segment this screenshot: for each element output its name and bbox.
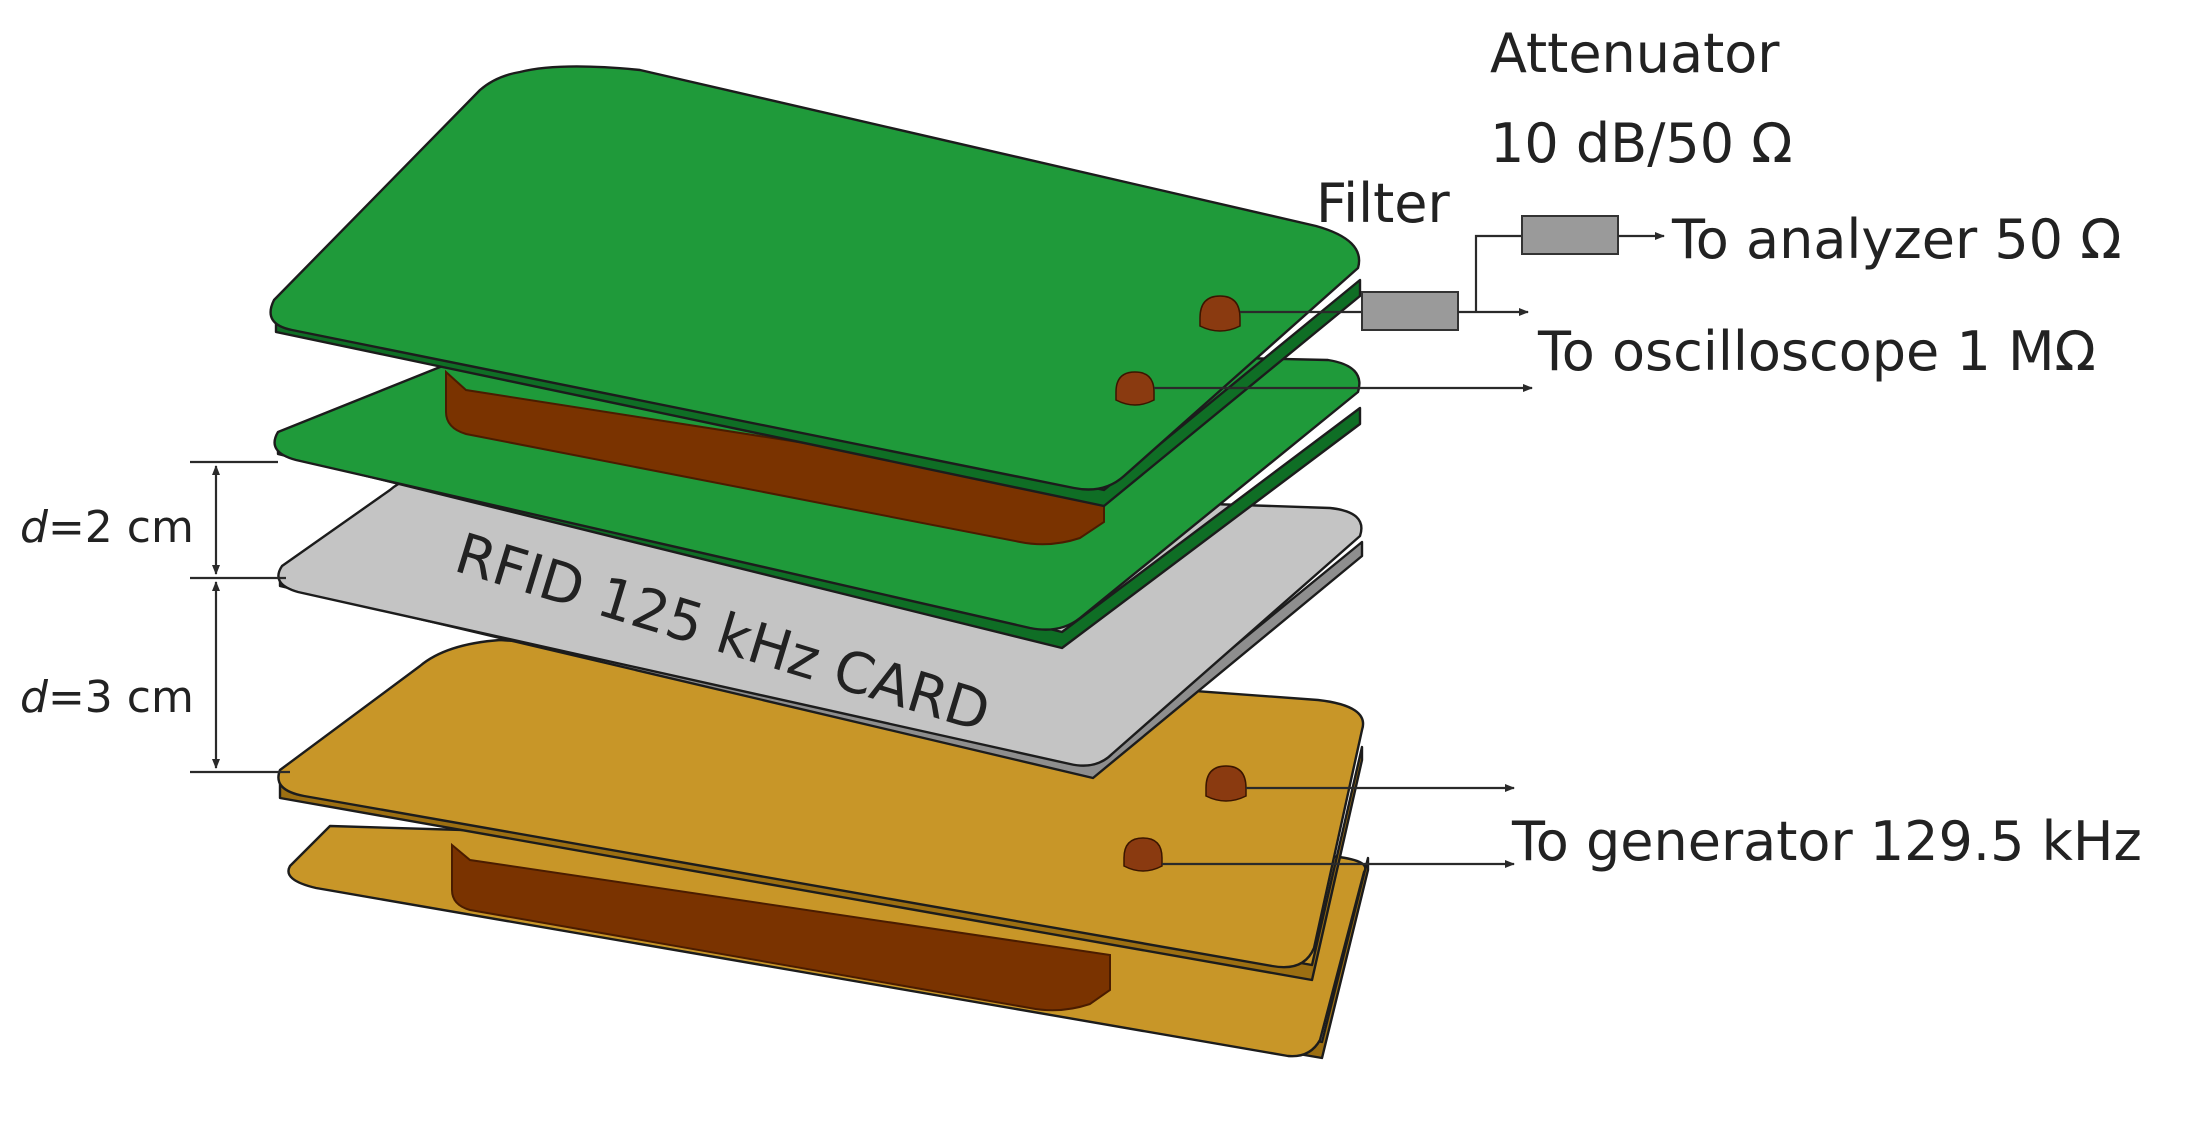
distance-lower-label: d=3 cm: [20, 672, 194, 723]
receiver-terminal-upper: [1199, 295, 1241, 332]
analyzer-label: To analyzer 50 Ω: [1671, 208, 2121, 271]
generator-label: To generator 129.5 kHz: [1511, 810, 2142, 873]
transmitter-coil: [451, 842, 1111, 1012]
filter-label: Filter: [1316, 172, 1451, 235]
attenuator-spec-label: 10 dB/50 Ω: [1490, 112, 1793, 175]
dimension-lines: [190, 460, 290, 774]
transmitter-terminal-upper: [1205, 765, 1247, 802]
filter-box: [1361, 291, 1459, 331]
filter-output-wires: [1458, 234, 1529, 316]
receiver-upper-plate: [269, 65, 1362, 508]
distance-upper-value: =2 cm: [48, 502, 194, 553]
receiver-terminal-lower: [1115, 371, 1155, 406]
distance-lower-value: =3 cm: [48, 672, 194, 723]
oscilloscope-label: To oscilloscope 1 MΩ: [1537, 320, 2096, 383]
receiver-coil: [445, 369, 1105, 546]
attenuator-box: [1521, 215, 1665, 255]
distance-lower-variable: d: [20, 672, 49, 723]
distance-upper-label: d=2 cm: [20, 502, 194, 553]
attenuator-label: Attenuator: [1490, 22, 1780, 85]
distance-upper-variable: d: [20, 502, 49, 553]
transmitter-terminal-lower: [1123, 837, 1163, 872]
transmitter-wires: [1162, 784, 1515, 868]
